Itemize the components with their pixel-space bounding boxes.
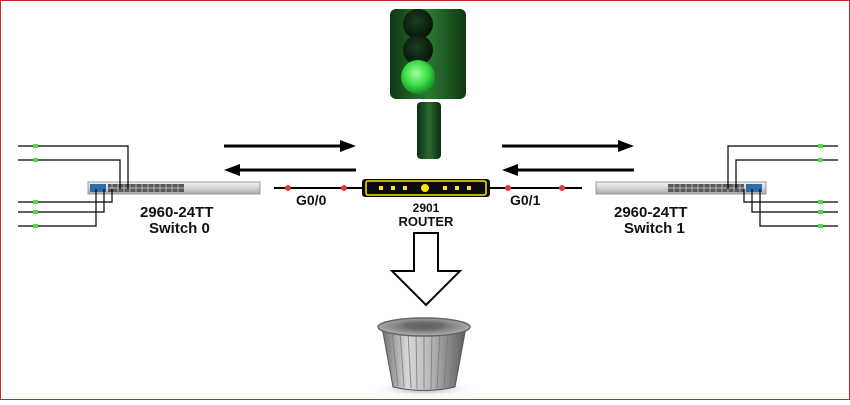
- right-bottom-arrow: [502, 164, 634, 176]
- arrow-icon: [224, 140, 634, 176]
- traffic-light-pole: [417, 102, 441, 159]
- host-port-dot: [33, 200, 38, 204]
- host-port-dot: [818, 200, 823, 204]
- link-g0-1: [490, 185, 582, 191]
- switch-0-model-label: 2960-24TT: [140, 204, 214, 221]
- host-port-dot: [33, 224, 38, 228]
- trash-can-icon: [370, 317, 478, 398]
- host-port-dot: [33, 210, 38, 214]
- green-lamp: [401, 60, 435, 94]
- link-dot: [285, 185, 291, 191]
- link-dot: [505, 185, 511, 191]
- host-port-dot: [33, 144, 38, 148]
- switch-1-model-label: 2960-24TT: [614, 204, 688, 221]
- traffic-light-icon: [390, 9, 466, 159]
- right-top-arrow: [502, 140, 634, 152]
- left-bottom-arrow: [224, 164, 356, 176]
- host-port-dot: [818, 224, 823, 228]
- switch-1-host-dots: [818, 144, 823, 228]
- hollow-down-arrow-icon: [389, 232, 463, 307]
- switch-0-icon: [87, 181, 261, 195]
- link-dot: [341, 185, 347, 191]
- host-port-dot: [818, 144, 823, 148]
- switch-0-host-cables: [18, 145, 129, 227]
- link-g0-0: [274, 185, 362, 191]
- port-g0-0-label: G0/0: [296, 192, 327, 208]
- host-port-dot: [33, 158, 38, 162]
- router-model-label: 2901: [412, 201, 440, 215]
- red-lamp: [403, 9, 433, 39]
- switch-1-name-label: Switch 1: [624, 220, 685, 237]
- router-icon: [362, 179, 490, 197]
- router-name-label: ROUTER: [398, 214, 454, 229]
- yellow-lamp: [403, 35, 433, 65]
- switch-0-host-dots: [33, 144, 38, 228]
- switch-1-icon: [595, 181, 767, 195]
- host-port-dot: [818, 210, 823, 214]
- link-dot: [559, 185, 565, 191]
- switch-1-host-cables: [727, 145, 838, 227]
- switch-0-name-label: Switch 0: [149, 220, 210, 237]
- port-g0-1-label: G0/1: [510, 192, 541, 208]
- left-top-arrow: [224, 140, 356, 152]
- host-port-dot: [818, 158, 823, 162]
